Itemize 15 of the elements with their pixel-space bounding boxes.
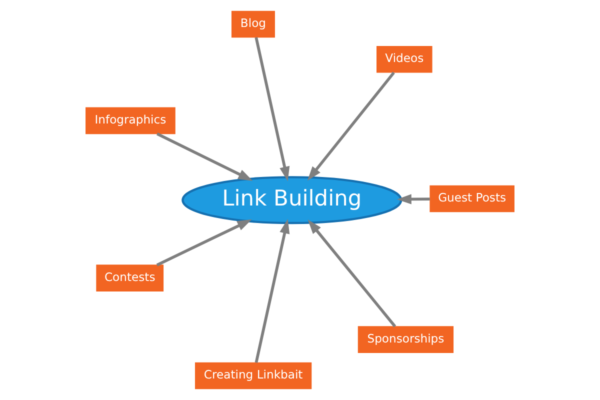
arrow bbox=[308, 220, 396, 328]
arrow bbox=[396, 194, 430, 204]
node-box: Blog bbox=[231, 10, 275, 38]
node-box: Guest Posts bbox=[430, 185, 514, 212]
arrow bbox=[156, 132, 253, 181]
arrow bbox=[254, 37, 290, 182]
node-box: Creating Linkbait bbox=[194, 362, 312, 390]
node-box: Videos bbox=[376, 46, 432, 73]
arrow bbox=[307, 72, 395, 181]
node-box: Infographics bbox=[86, 107, 176, 134]
arrow bbox=[254, 218, 290, 363]
node-box: Contests bbox=[96, 264, 164, 292]
arrow bbox=[156, 219, 252, 266]
node-ellipse: Link Building bbox=[182, 176, 402, 224]
node-box: Sponsorships bbox=[358, 326, 454, 353]
